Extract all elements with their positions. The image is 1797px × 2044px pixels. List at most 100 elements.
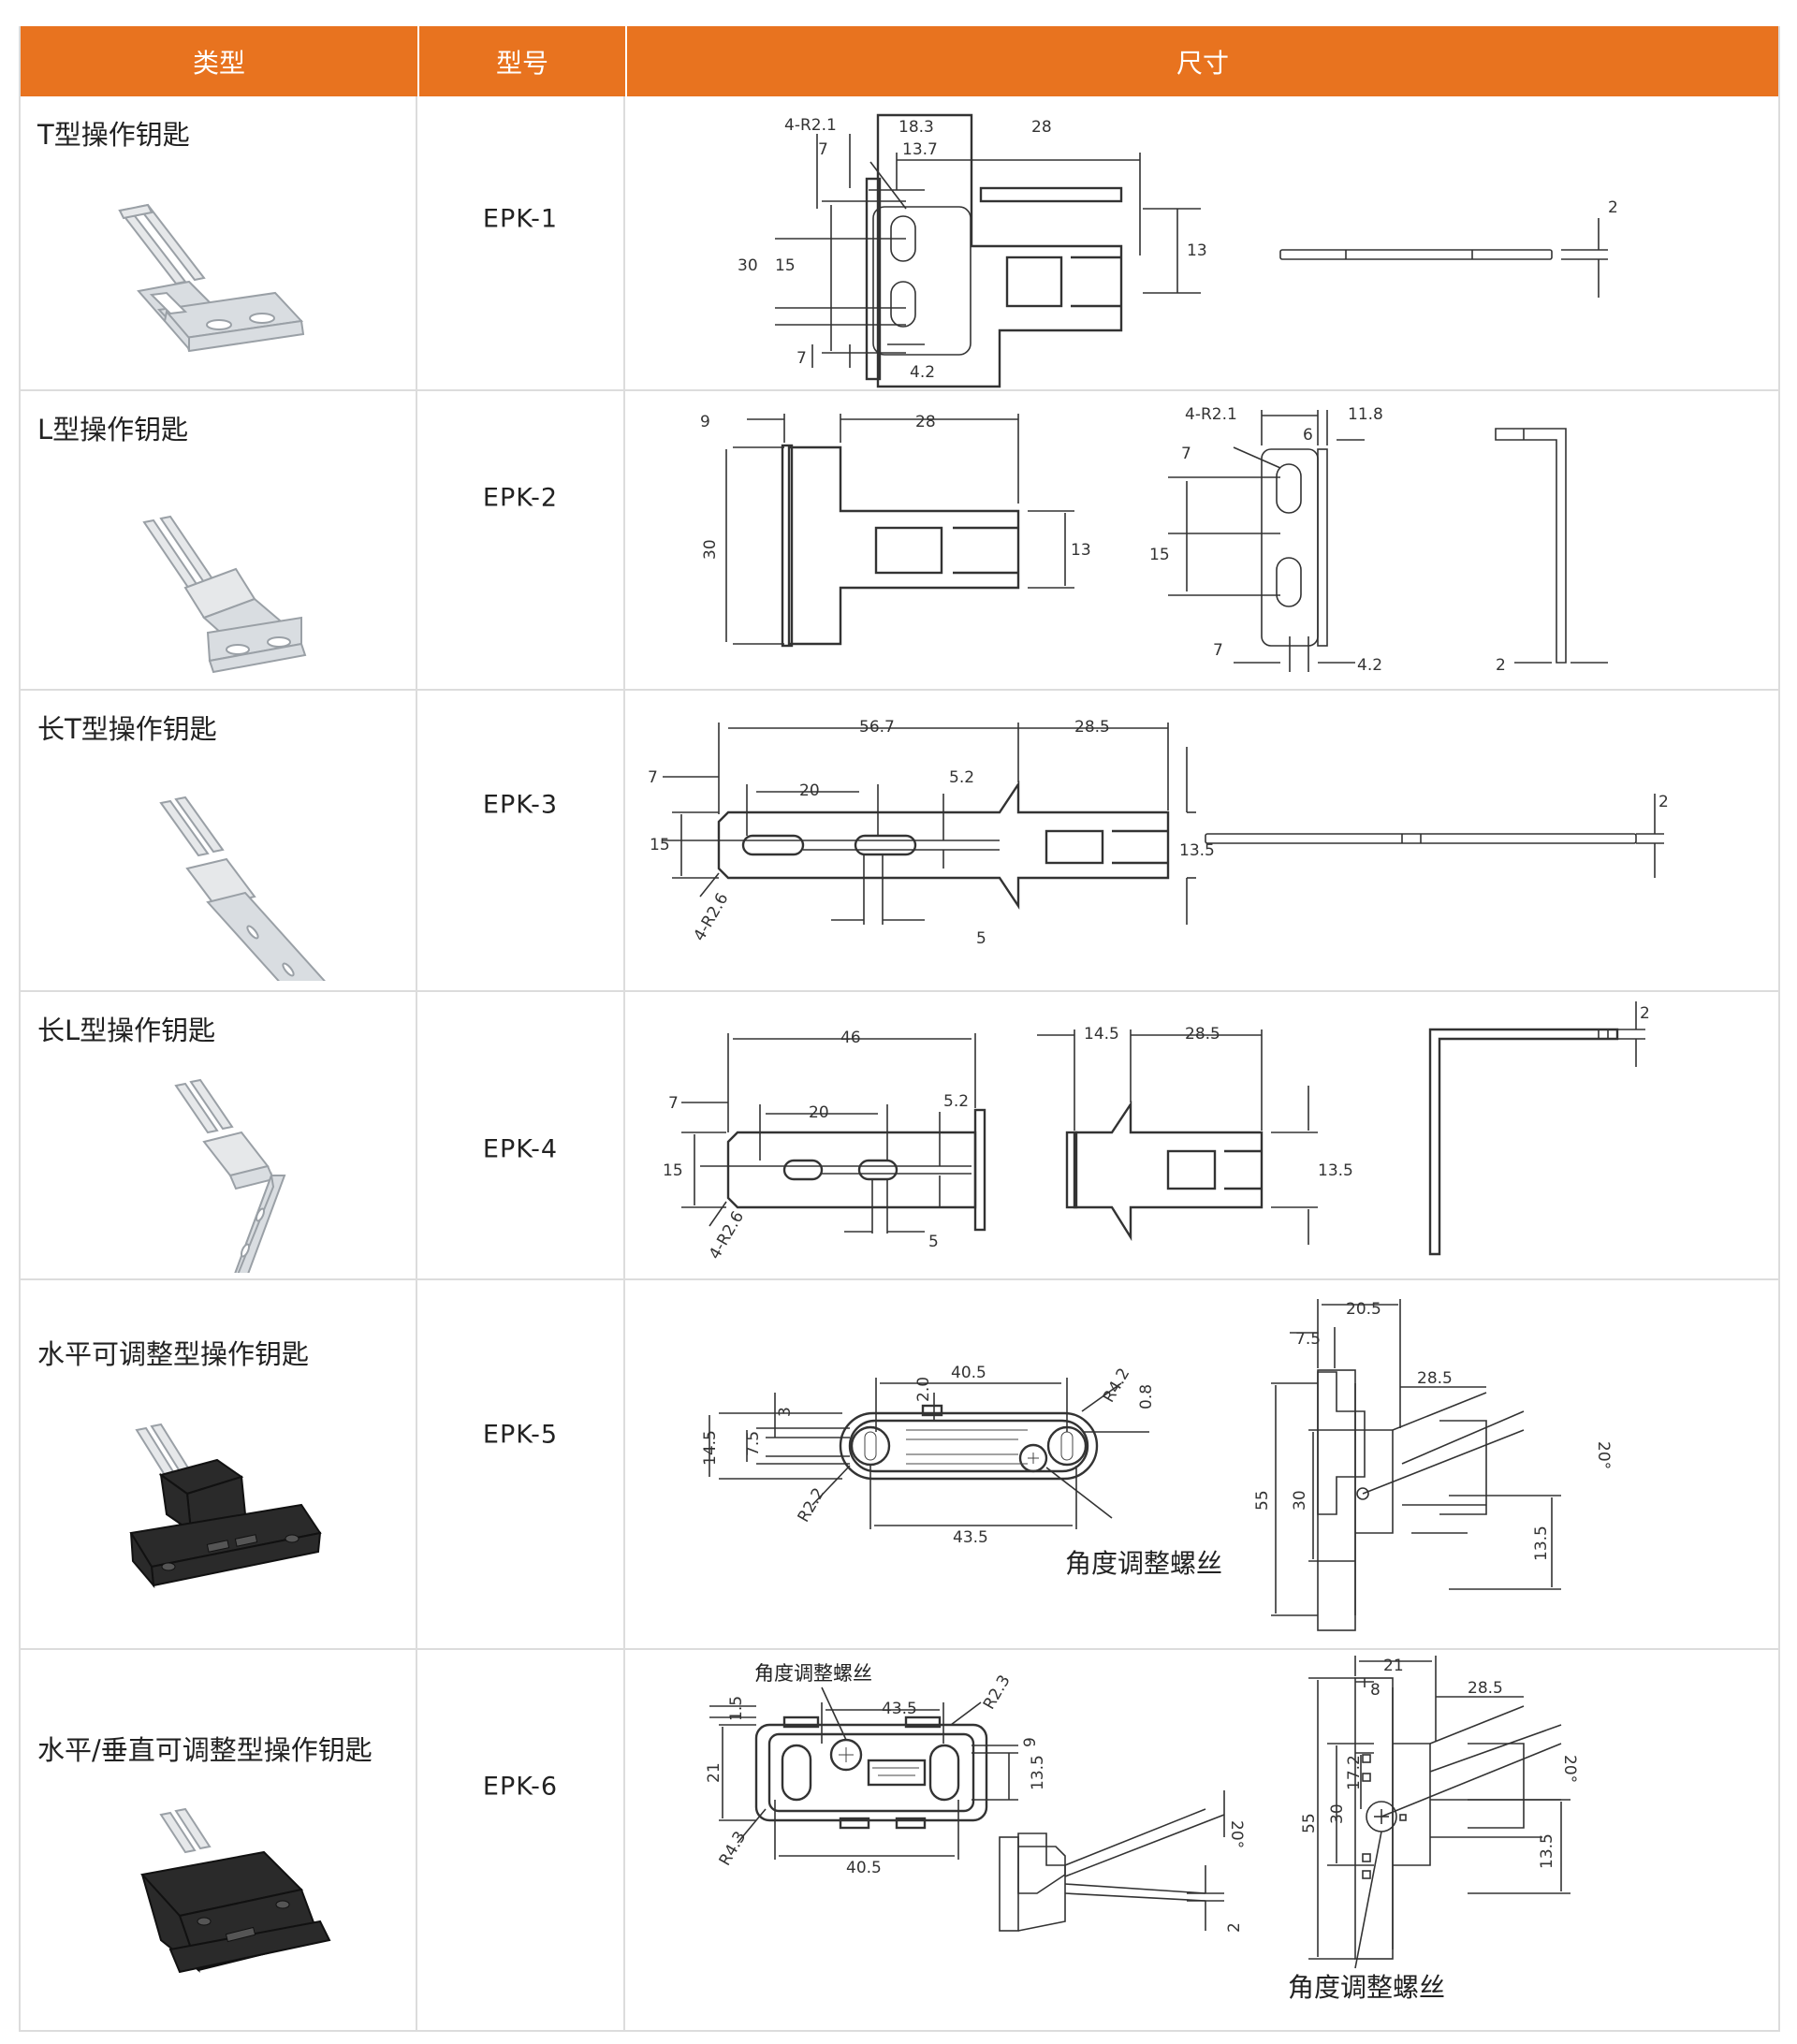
model-label: EPK-1 <box>482 204 559 234</box>
type-cell: 水平可调整型操作钥匙 <box>21 1280 417 1648</box>
epk1-drawing: 4-R2.1 18.3 28 13.7 7 30 15 7 4.2 13 2 <box>738 113 1618 388</box>
drawing-cell: 46 7 20 5.2 15 4-R2.6 5 14.5 28.5 13.5 2 <box>625 992 1778 1278</box>
dim-label: 5.2 <box>949 768 974 787</box>
dim-label: 15 <box>1149 546 1170 564</box>
dim-label: 4-R2.1 <box>1185 405 1237 424</box>
dim-label: 15 <box>663 1161 683 1180</box>
dim-label: 28.5 <box>1074 718 1110 737</box>
dim-label: 20.5 <box>1346 1300 1381 1319</box>
type-cell: T型操作钥匙 <box>21 96 417 389</box>
model-label: EPK-2 <box>482 483 559 513</box>
dim-label: 0.8 <box>1137 1384 1156 1409</box>
hv-adjustable-key-image <box>140 1807 331 1974</box>
type-label: 长L型操作钥匙 <box>37 1015 216 1046</box>
dim-label: 2 <box>1658 793 1669 811</box>
type-cell: 水平/垂直可调整型操作钥匙 <box>21 1650 417 2030</box>
model-cell: EPK-4 <box>417 992 625 1278</box>
dim-label: 4-R2.6 <box>690 890 732 944</box>
table-row: 长T型操作钥匙 EPK-3 <box>21 691 1778 992</box>
drawing-cell: 40.5 R4.2 0.8 2.0 3 7.5 14.5 R2.2 43.5 角… <box>625 1280 1778 1648</box>
model-cell: EPK-3 <box>417 691 625 990</box>
type-label: T型操作钥匙 <box>37 119 190 151</box>
dim-label: 40.5 <box>846 1859 882 1877</box>
dim-label: 7 <box>1213 641 1223 660</box>
model-cell: EPK-6 <box>417 1650 625 2030</box>
dim-label: 7.5 <box>1295 1330 1321 1349</box>
dim-label: 2 <box>1496 656 1506 675</box>
model-cell: EPK-1 <box>417 96 625 389</box>
dim-label: 43.5 <box>882 1700 917 1718</box>
dim-label: 20° <box>1560 1755 1579 1783</box>
dim-label: 55 <box>1300 1813 1319 1833</box>
header-model: 型号 <box>419 26 627 96</box>
dim-label: 56.7 <box>859 718 895 737</box>
dim-label: 2 <box>1225 1922 1244 1933</box>
type-cell: 长T型操作钥匙 <box>21 691 417 990</box>
dim-label: 30 <box>701 539 720 560</box>
dim-label: 55 <box>1253 1490 1272 1511</box>
dim-label: 9 <box>700 413 710 431</box>
dim-label: 28 <box>915 413 936 431</box>
dim-label: 2 <box>1640 1004 1650 1023</box>
dim-label: 13.5 <box>1538 1833 1556 1869</box>
dim-label: 4-R2.1 <box>784 116 837 135</box>
dim-label: 30 <box>738 256 758 275</box>
dim-label: 20 <box>799 781 820 800</box>
epk3-drawing: 56.7 28.5 7 20 5.2 15 13.5 4-R2.6 5 2 <box>648 718 1669 948</box>
dim-label: 18.3 <box>898 118 934 137</box>
dim-label: 8 <box>1370 1681 1381 1700</box>
model-label: EPK-5 <box>482 1420 559 1450</box>
type-label: L型操作钥匙 <box>37 414 189 445</box>
model-label: EPK-3 <box>482 790 559 820</box>
dim-label: 2 <box>1608 198 1618 217</box>
dim-label: 4.2 <box>1357 656 1382 675</box>
table-header: 类型 型号 尺寸 <box>21 26 1778 96</box>
type-label: 水平/垂直可调整型操作钥匙 <box>37 1734 373 1766</box>
epk5-drawing: 40.5 R4.2 0.8 2.0 3 7.5 14.5 R2.2 43.5 角… <box>701 1299 1613 1631</box>
drawing-cell: 9 28 30 13 4-R2.1 11.8 6 7 15 7 4.2 2 <box>625 391 1778 689</box>
l-key-image <box>142 515 307 674</box>
dim-label: 20° <box>1227 1820 1246 1848</box>
dim-label: 13.5 <box>1532 1526 1551 1561</box>
epk4-drawing: 46 7 20 5.2 15 4-R2.6 5 14.5 28.5 13.5 2 <box>663 1001 1650 1263</box>
model-cell: EPK-5 <box>417 1280 625 1648</box>
epk6-drawing: 角度调整螺丝 43.5 R2.3 1.5 9 21 13.5 R4.3 40.5… <box>705 1656 1579 2003</box>
drawing-cell: 56.7 28.5 7 20 5.2 15 13.5 4-R2.6 5 2 <box>625 691 1778 990</box>
dim-label: 20 <box>809 1103 829 1122</box>
drawing-cell: 4-R2.1 18.3 28 13.7 7 30 15 7 4.2 13 2 <box>625 96 1778 389</box>
dim-label: 7 <box>648 768 658 787</box>
dim-label: 7 <box>668 1094 679 1113</box>
table-row: T型操作钥匙 EPK-1 <box>21 96 1778 391</box>
dim-label: 15 <box>650 836 670 854</box>
dim-label: R4.2 <box>1100 1365 1134 1407</box>
dim-label: 11.8 <box>1348 405 1383 424</box>
dim-label: R2.3 <box>980 1672 1015 1714</box>
type-label: 水平可调整型操作钥匙 <box>37 1338 310 1370</box>
dim-label: 14.5 <box>1084 1025 1119 1044</box>
dim-label: 14.5 <box>701 1430 720 1466</box>
long-t-key-image <box>159 796 326 981</box>
model-cell: EPK-2 <box>417 391 625 689</box>
dim-label: 43.5 <box>953 1528 988 1547</box>
dim-label: 13.5 <box>1179 841 1215 860</box>
dim-label: 13 <box>1187 241 1207 260</box>
dim-label: 21 <box>705 1762 723 1783</box>
model-label: EPK-6 <box>482 1772 559 1802</box>
dim-label: 13 <box>1071 541 1091 560</box>
dim-label: 40.5 <box>951 1364 986 1382</box>
dim-label: 5 <box>976 929 986 948</box>
dim-label: 30 <box>1291 1490 1309 1511</box>
epk2-drawing: 9 28 30 13 4-R2.1 11.8 6 7 15 7 4.2 2 <box>700 405 1608 675</box>
type-cell: 长L型操作钥匙 <box>21 992 417 1278</box>
horizontal-adjustable-key-image <box>129 1423 322 1589</box>
dim-label: 9 <box>1021 1737 1040 1747</box>
dim-label: 20° <box>1594 1441 1613 1469</box>
table-row: 水平/垂直可调整型操作钥匙 EPK-6 <box>21 1650 1778 2032</box>
dim-label: 7.5 <box>744 1431 763 1456</box>
dim-label: 30 <box>1328 1803 1347 1824</box>
dim-label: 13.7 <box>902 140 938 159</box>
table-row: 水平可调整型操作钥匙 <box>21 1280 1778 1650</box>
dim-label: 46 <box>840 1029 861 1047</box>
header-size: 尺寸 <box>1176 47 1229 79</box>
dim-label: 6 <box>1303 426 1313 445</box>
